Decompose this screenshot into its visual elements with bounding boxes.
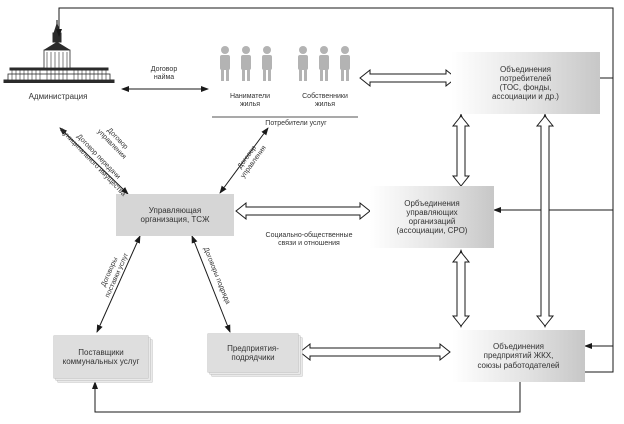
node-tenants: Наниматели жилья [229,93,271,109]
tenants-people-icon [220,46,272,81]
edge-right-frame [585,78,614,373]
node-managing-org: Управляющая организация, ТСЖ [116,194,234,236]
edge-admin-managing [59,127,129,195]
node-owners: Собственники жилья [302,93,348,109]
node-administration: Администрация [28,92,88,101]
node-contractors-stack: Предприятия- подрядчики [208,334,302,376]
edge-top-frame [56,7,614,79]
thick-arrow-consumers-unions [359,68,457,88]
node-utility-suppliers: Поставщики коммунальных услуг [62,347,140,366]
node-managing-unions: Орбъединения управляющих организаций (ас… [370,186,494,248]
thick-arrow-cu-hu [535,115,555,327]
node-contractors: Предприятия- подрядчики [227,343,279,362]
edge-label-social-relations: Социально-общественные связи и отношения [265,232,353,248]
edge-consumers-managing [219,127,269,194]
edge-managing-utility [96,235,141,333]
thick-arrow-contractors-housingunions [299,342,451,362]
edge-bottom-frame [92,381,521,413]
node-housing-enterprise-unions: Объединения предприятий ЖКХ, союзы работ… [452,330,585,382]
owners-people-icon [298,46,350,81]
thick-arrow-cu-mu [451,115,471,187]
node-consumers: Потребители услуг [265,120,327,127]
thick-arrow-managing-managingunions [235,201,371,221]
node-consumer-unions: Объединения потребителей (ТОС, фонды, ас… [451,52,600,114]
thick-arrow-mu-hu [451,251,471,327]
edge-label-lease: Договор найма [150,66,178,82]
edge-managing-contractors [191,235,231,333]
node-utility-suppliers-stack: Поставщики коммунальных услуг [54,336,152,382]
